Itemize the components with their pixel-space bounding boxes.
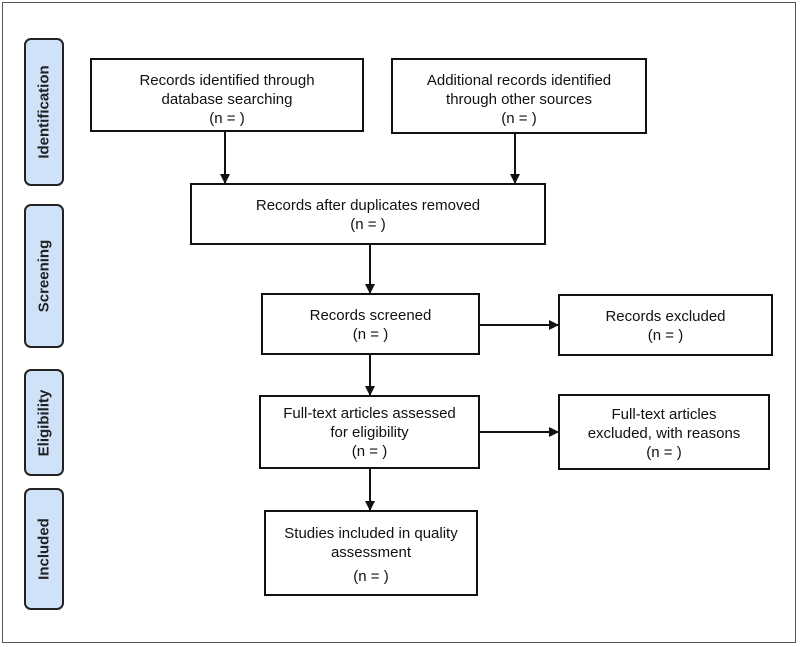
after-duplicates-line1: Records after duplicates removed bbox=[255, 197, 481, 214]
records-excluded-line1: Records excluded bbox=[605, 308, 726, 325]
box-other-records: Additional records identified through ot… bbox=[391, 58, 647, 134]
box-records-excluded: Records excluded (n = ) bbox=[558, 294, 773, 356]
other-records-line1: Additional records identified bbox=[426, 72, 612, 89]
fulltext-assessed-line2: for eligibility bbox=[330, 424, 409, 441]
box-records-screened: Records screened (n = ) bbox=[261, 293, 480, 355]
records-excluded-count: (n = ) bbox=[647, 327, 684, 344]
included-studies-count: (n = ) bbox=[353, 568, 389, 585]
other-records-line2: through other sources bbox=[446, 91, 592, 108]
records-screened-count: (n = ) bbox=[352, 326, 389, 343]
box-fulltext-assessed: Full-text articles assessed for eligibil… bbox=[259, 395, 480, 469]
database-records-line1: Records identified through bbox=[139, 72, 315, 89]
included-studies-line1: Studies included in quality bbox=[284, 525, 458, 542]
after-duplicates-count: (n = ) bbox=[350, 216, 386, 233]
database-records-count: (n = ) bbox=[209, 110, 245, 127]
fulltext-assessed-count: (n = ) bbox=[351, 443, 388, 460]
included-studies-line2: assessment bbox=[330, 544, 412, 561]
stage-included: Included bbox=[24, 488, 64, 610]
records-screened-line1: Records screened bbox=[309, 307, 432, 324]
fulltext-excluded-line2: excluded, with reasons bbox=[587, 425, 741, 442]
fulltext-excluded-line1: Full-text articles bbox=[611, 406, 717, 423]
fulltext-assessed-line1: Full-text articles assessed bbox=[283, 405, 456, 422]
stage-eligibility: Eligibility bbox=[24, 369, 64, 476]
box-included-studies: Studies included in quality assessment (… bbox=[264, 510, 478, 596]
box-after-duplicates: Records after duplicates removed (n = ) bbox=[190, 183, 546, 245]
box-fulltext-excluded: Full-text articles excluded, with reason… bbox=[558, 394, 770, 470]
box-database-records: Records identified through database sear… bbox=[90, 58, 364, 132]
database-records-line2: database searching bbox=[161, 91, 293, 108]
other-records-count: (n = ) bbox=[501, 110, 537, 127]
stage-identification: Identification bbox=[24, 38, 64, 186]
fulltext-excluded-count: (n = ) bbox=[646, 444, 682, 461]
stage-screening: Screening bbox=[24, 204, 64, 348]
